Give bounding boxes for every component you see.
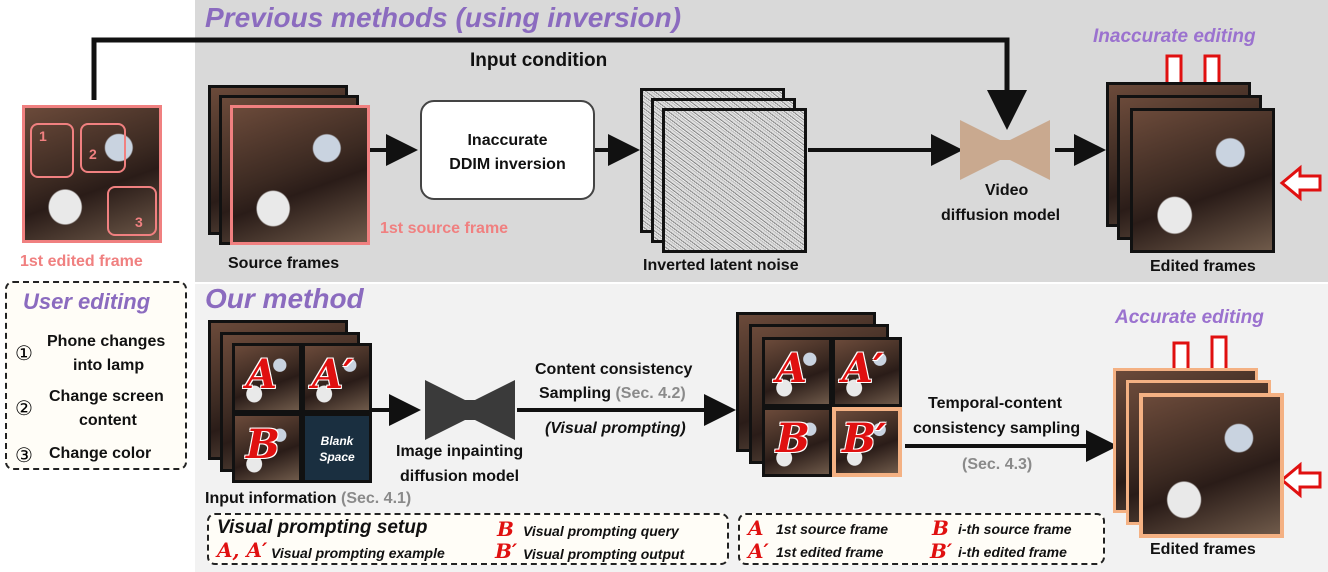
edit-region-1: [30, 123, 74, 178]
video-diffusion-model-shape: [960, 120, 1050, 180]
edited-frames-label-top: Edited frames: [1150, 258, 1256, 275]
output-cell-b: [762, 407, 832, 477]
inpainting-line2: diffusion model: [400, 468, 520, 485]
content-sampling-line2: Sampling (Sec. 4.2): [539, 385, 686, 403]
previous-methods-title: Previous methods (using inversion): [205, 2, 682, 33]
content-sampling-line1: Content consistency: [535, 361, 693, 378]
out-letter-a-prime: A′: [842, 345, 884, 392]
legend2-ap: A′: [748, 539, 769, 563]
first-edited-frame-image: 1 2 3: [22, 105, 162, 243]
video-model-line1: Video: [985, 182, 1029, 199]
letter-a-prime: A′: [312, 351, 354, 398]
marker-2: 2: [89, 146, 97, 162]
input-info-label: Input information (Sec. 4.1): [205, 490, 411, 508]
ddim-inversion-line2: DDIM inversion: [449, 156, 566, 173]
content-sampling-sec: (Sec. 4.2): [615, 385, 686, 402]
temporal-sampling-line2: consistency sampling: [913, 420, 1081, 437]
input-cell-a: [232, 343, 302, 413]
legend1-query: Visual prompting query: [523, 523, 679, 539]
first-source-frame-image: [230, 105, 370, 245]
legend1-title: Visual prompting setup: [217, 517, 428, 538]
edit-item-1-num: ①: [15, 343, 33, 365]
inpainting-model-shape: [425, 380, 515, 440]
edit-item-2-line1: Change screen: [49, 388, 164, 405]
input-info-text: Input information: [205, 490, 337, 507]
input-cell-a-prime: [302, 343, 372, 413]
ddim-inversion-line1: Inaccurate: [467, 132, 548, 149]
visual-prompting-label: (Visual prompting): [545, 420, 686, 437]
blank-space-line1: Blank: [320, 434, 354, 448]
edit-region-3: [107, 186, 157, 236]
edit-item-1-line2: into lamp: [73, 357, 145, 374]
our-edited-front: [1139, 393, 1284, 538]
user-editing-title: User editing: [23, 289, 151, 314]
first-source-frame-label: 1st source frame: [380, 220, 509, 237]
legend2-bp: B′: [930, 539, 953, 563]
input-condition-label: Input condition: [470, 50, 608, 71]
video-model-line2: diffusion model: [941, 207, 1061, 224]
letter-a: A: [246, 351, 278, 398]
output-cell-a: [762, 337, 832, 407]
temporal-sampling-line1: Temporal-content: [928, 395, 1062, 412]
temporal-sampling-sec: (Sec. 4.3): [962, 456, 1033, 473]
ddim-inversion-box: Inaccurate DDIM inversion: [420, 100, 595, 200]
legend-visual-prompting: Visual prompting setup A, A′ Visual prom…: [207, 513, 729, 565]
edit-region-2: [80, 123, 126, 173]
legend1-query-letter: B: [497, 517, 514, 541]
legend1-output: Visual prompting output: [523, 546, 685, 562]
out-letter-a: A: [776, 345, 808, 392]
edit-item-3-line1: Change color: [49, 445, 152, 462]
user-editing-box: User editing ① Phone changes into lamp ②…: [5, 281, 187, 470]
legend2-ap-txt: 1st edited frame: [776, 544, 884, 560]
out-letter-b-prime: B′: [842, 415, 887, 462]
edit-item-2-num: ②: [15, 398, 33, 420]
output-grid-front: A A′ B B′: [762, 337, 902, 477]
legend2-b: B: [932, 516, 949, 540]
legend1-example-letters: A, A′: [217, 538, 268, 562]
accurate-editing-label: Accurate editing: [1115, 307, 1264, 328]
output-cell-b-prime: [832, 407, 902, 477]
legend-frames: A 1st source frame A′ 1st edited frame B…: [738, 513, 1105, 565]
marker-1: 1: [39, 128, 47, 144]
inpainting-line1: Image inpainting: [396, 443, 524, 460]
legend2-b-txt: i-th source frame: [958, 521, 1072, 537]
legend2-a: A: [748, 516, 764, 540]
inverted-noise-label: Inverted latent noise: [643, 257, 799, 274]
edit-item-3-num: ③: [15, 445, 33, 467]
edit-item-1-line1: Phone changes: [47, 333, 166, 350]
out-letter-b: B: [776, 415, 810, 462]
legend2-bp-txt: i-th edited frame: [958, 544, 1067, 560]
input-cell-blank: Blank Space: [302, 413, 372, 483]
edit-item-2-line2: content: [79, 412, 137, 429]
source-frames-label: Source frames: [228, 255, 340, 272]
legend1-output-letter: B′: [495, 539, 518, 563]
letter-b: B: [246, 421, 280, 468]
noise-front: [662, 108, 807, 253]
first-edited-frame-label: 1st edited frame: [20, 253, 143, 270]
inaccurate-editing-label: Inaccurate editing: [1093, 26, 1256, 47]
marker-3: 3: [135, 214, 143, 230]
input-grid-front: Blank Space A A′ B: [232, 343, 372, 483]
our-method-title: Our method: [205, 283, 364, 314]
edited-frame-front: [1130, 108, 1275, 253]
edited-frames-label-bottom: Edited frames: [1150, 541, 1256, 558]
output-cell-a-prime: [832, 337, 902, 407]
input-info-sec: (Sec. 4.1): [340, 490, 412, 507]
legend2-a-txt: 1st source frame: [776, 521, 889, 537]
blank-space-line2: Space: [319, 450, 355, 464]
legend1-example: Visual prompting example: [271, 545, 445, 561]
input-cell-b: [232, 413, 302, 483]
content-sampling-text: Sampling: [539, 385, 612, 402]
